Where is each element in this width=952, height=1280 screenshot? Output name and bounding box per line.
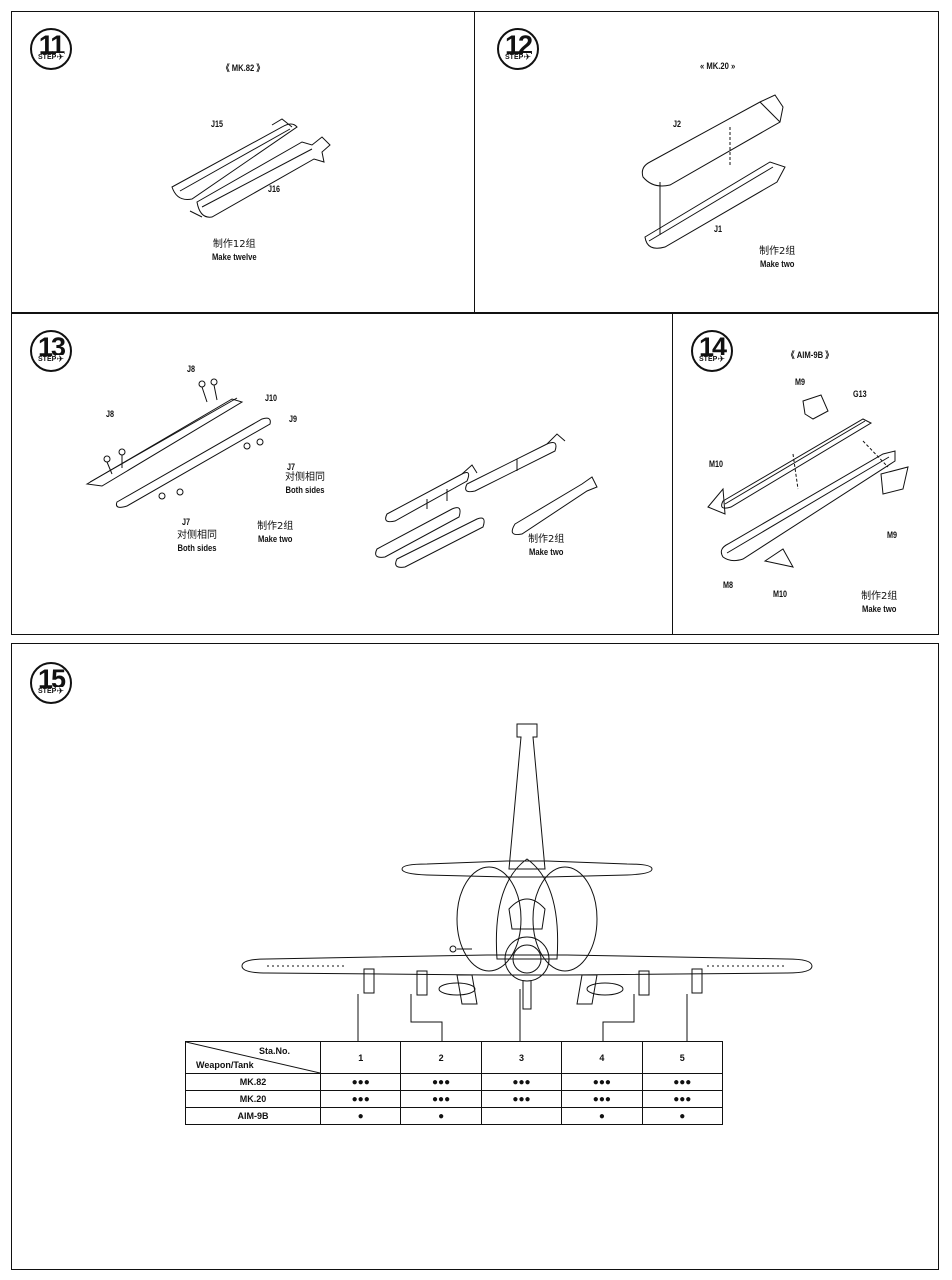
aim9b-missile-drawing [703, 389, 913, 569]
part-label-m9-right: M9 [887, 530, 898, 540]
table-header-row: Sta.No. Weapon/Tank 1 2 3 4 5 [185, 1041, 724, 1074]
weapon-name: MK.82 [185, 1073, 321, 1091]
station-2-header: 2 [400, 1041, 482, 1074]
step-15-badge: 15 STEP ✈ [30, 662, 72, 704]
part-label-j7-right: J7 [287, 462, 296, 472]
part-label-j9: J9 [289, 414, 298, 424]
both-sides-note-bottom: 对侧相同 Both sides [177, 530, 217, 553]
step-13-note-1: 制作2组 Make two [257, 521, 294, 544]
part-label-m8: M8 [723, 580, 734, 590]
mk82-bomb-drawing [162, 107, 342, 227]
part-label-m10-left: M10 [709, 459, 724, 469]
table-corner-cell: Sta.No. Weapon/Tank [185, 1041, 321, 1074]
part-label-j1: J1 [714, 224, 723, 234]
station-mark: ●●● [400, 1073, 482, 1091]
both-sides-note-right: 对侧相同 Both sides [285, 472, 325, 495]
part-label-m9-top: M9 [795, 377, 806, 387]
plane-icon: ✈ [717, 354, 725, 364]
station-mark: ●●● [561, 1073, 643, 1091]
station-5-header: 5 [641, 1041, 724, 1074]
part-label-j10: J10 [265, 393, 278, 403]
part-label-j16: J16 [268, 184, 281, 194]
station-leader-lines [12, 644, 940, 1271]
station-mark: ●●● [400, 1090, 482, 1108]
station-mark: ● [561, 1107, 643, 1125]
part-label-j7-bottom: J7 [182, 517, 191, 527]
step-11-title: 《 MK.82 》 [222, 63, 265, 73]
loaded-rack-drawing [367, 429, 597, 569]
station-mark: ●●● [480, 1073, 563, 1091]
table-row: AIM-9B ● ● ● ● [185, 1107, 724, 1125]
step-14-title: 《 AIM-9B 》 [787, 350, 833, 360]
station-mark: ●●● [561, 1090, 643, 1108]
station-1-header: 1 [319, 1041, 402, 1074]
station-mark [480, 1107, 563, 1125]
step-11-note: 制作12组 Make twelve [211, 239, 257, 262]
weapon-name: AIM-9B [185, 1107, 321, 1125]
step-15-panel: 15 STEP ✈ [11, 643, 939, 1270]
step-14-note: 制作2组 Make two [861, 591, 898, 614]
weapon-name: MK.20 [185, 1090, 321, 1108]
part-label-j15: J15 [211, 119, 224, 129]
step-11-badge: 11 STEP ✈ [30, 28, 72, 70]
part-label-g13: G13 [853, 389, 867, 399]
bomb-rack-drawing [82, 374, 302, 524]
station-mark: ● [400, 1107, 482, 1125]
weapon-tank-header: Weapon/Tank [196, 1060, 254, 1070]
station-3-header: 3 [480, 1041, 563, 1074]
step-14-panel: 14 STEP ✈ 《 AIM-9B 》 M9 G13 M10 M9 M8 M1… [672, 313, 939, 635]
step-11-panel: 11 STEP ✈ 《 MK.82 》 J15 J16 制作12组 Make t… [11, 11, 476, 313]
station-mark: ● [641, 1107, 724, 1125]
station-mark: ●●● [319, 1090, 402, 1108]
step-13-note-2: 制作2组 Make two [528, 534, 565, 557]
diagonal-divider [186, 1042, 320, 1073]
mk20-bomb-drawing [635, 87, 795, 257]
part-label-j8-left: J8 [106, 409, 115, 419]
table-row: MK.20 ●●● ●●● ●●● ●●● ●●● [185, 1090, 724, 1108]
station-4-header: 4 [561, 1041, 643, 1074]
step-12-title: « MK.20 » [700, 61, 736, 71]
station-mark: ●●● [641, 1073, 724, 1091]
step-12-badge: 12 STEP ✈ [497, 28, 539, 70]
station-mark: ● [319, 1107, 402, 1125]
plane-icon: ✈ [56, 686, 64, 696]
station-mark: ●●● [480, 1090, 563, 1108]
step-12-note: 制作2组 Make two [759, 246, 796, 269]
plane-icon: ✈ [523, 52, 531, 62]
step-13-badge: 13 STEP ✈ [30, 330, 72, 372]
part-label-m10-bottom: M10 [773, 589, 788, 599]
table-row: MK.82 ●●● ●●● ●●● ●●● ●●● [185, 1073, 724, 1091]
step-14-badge: 14 STEP ✈ [691, 330, 733, 372]
plane-icon: ✈ [56, 52, 64, 62]
step-13-panel: 13 STEP ✈ J8 J10 J9 J8 J7 对侧相同 Both side… [11, 313, 673, 635]
weapon-station-table: Sta.No. Weapon/Tank 1 2 3 4 5 MK.82 ●●● … [185, 1041, 724, 1125]
part-label-j2: J2 [673, 119, 682, 129]
station-mark: ●●● [641, 1090, 724, 1108]
plane-icon: ✈ [56, 354, 64, 364]
part-label-j8-top: J8 [187, 364, 196, 374]
station-mark: ●●● [319, 1073, 402, 1091]
aircraft-front-view-drawing [227, 719, 827, 1044]
step-12-panel: 12 STEP ✈ « MK.20 » J2 J1 制作2组 Make two [474, 11, 939, 313]
sta-no-header: Sta.No. [258, 1046, 290, 1056]
